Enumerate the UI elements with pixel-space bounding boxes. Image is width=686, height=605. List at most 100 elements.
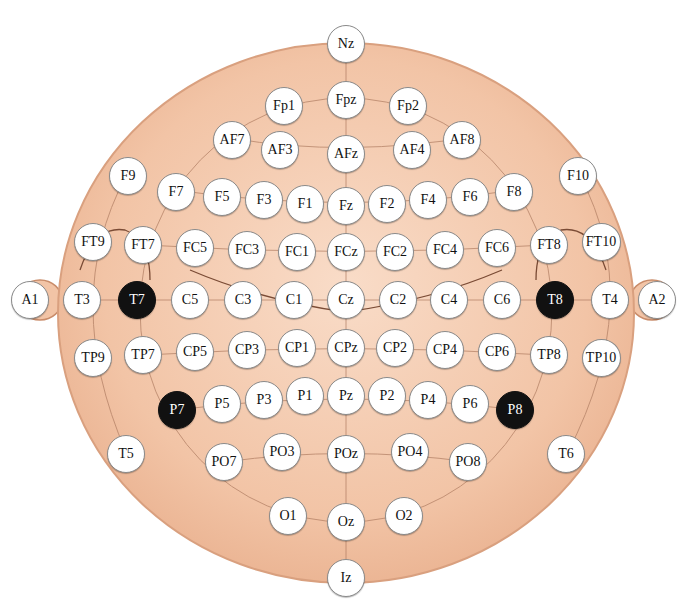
electrode-label: FC2 xyxy=(383,245,407,259)
electrode-label: F3 xyxy=(257,193,272,207)
electrode-circle: CP1 xyxy=(278,329,316,367)
electrode-circle: C3 xyxy=(224,281,262,319)
electrode-label: T8 xyxy=(547,293,563,307)
electrode-label: C4 xyxy=(441,293,457,307)
electrode-circle: F9 xyxy=(109,157,147,195)
electrode-circle: Nz xyxy=(327,25,365,63)
electrode-circle: CP3 xyxy=(228,331,266,369)
electrode-label: Iz xyxy=(341,571,352,585)
electrode-circle: Cz xyxy=(327,281,365,319)
electrode-label: P3 xyxy=(257,393,272,407)
electrode-label: T5 xyxy=(118,447,134,461)
electrode-circle: FT7 xyxy=(124,226,162,264)
electrode-label: FT10 xyxy=(586,235,616,249)
electrode-label: FC3 xyxy=(235,243,259,257)
electrode-label: AF4 xyxy=(400,143,425,157)
electrode-label: FT8 xyxy=(537,238,560,252)
electrode-circle: FC3 xyxy=(228,231,266,269)
electrode-label: TP10 xyxy=(586,351,616,365)
electrode-circle: POz xyxy=(327,435,365,473)
electrode-label: FC5 xyxy=(183,241,207,255)
electrode-label: CP5 xyxy=(183,345,207,359)
electrode-circle: C5 xyxy=(171,281,209,319)
electrode-circle: CP6 xyxy=(478,333,516,371)
electrode-circle: T4 xyxy=(591,281,629,319)
electrode-circle: P7 xyxy=(158,391,196,429)
electrode-label: FT9 xyxy=(81,235,104,249)
electrode-label: C2 xyxy=(390,293,406,307)
electrode-circle: FCz xyxy=(327,233,365,271)
electrode-label: F6 xyxy=(463,190,478,204)
electrode-circle: T5 xyxy=(107,435,145,473)
electrode-label: P1 xyxy=(298,389,313,403)
electrode-circle: F10 xyxy=(559,157,597,195)
electrode-label: AF3 xyxy=(268,143,293,157)
electrode-circle: F2 xyxy=(368,185,406,223)
electrode-circle: FC6 xyxy=(478,229,516,267)
electrode-label: CP3 xyxy=(235,343,259,357)
electrode-circle: Fpz xyxy=(327,81,365,119)
electrode-label: Cz xyxy=(338,293,354,307)
electrode-circle: T6 xyxy=(547,435,585,473)
electrode-circle: PO8 xyxy=(449,443,487,481)
electrode-circle: C6 xyxy=(483,281,521,319)
electrode-circle: P8 xyxy=(496,391,534,429)
electrode-circle: CP2 xyxy=(376,329,414,367)
electrode-label: F2 xyxy=(380,197,395,211)
electrode-label: T6 xyxy=(558,447,574,461)
electrode-label: F8 xyxy=(507,185,522,199)
electrode-circle: FC4 xyxy=(426,231,464,269)
electrode-label: Oz xyxy=(338,515,354,529)
electrode-label: FT7 xyxy=(131,238,154,252)
electrode-label: AFz xyxy=(334,147,358,161)
electrode-circle: A1 xyxy=(11,281,49,319)
electrode-label: P2 xyxy=(380,389,395,403)
electrode-circle: T7 xyxy=(118,281,156,319)
electrode-label: C5 xyxy=(182,293,198,307)
electrode-circle: C4 xyxy=(430,281,468,319)
electrode-circle: A2 xyxy=(638,281,676,319)
electrode-label: CP4 xyxy=(433,343,457,357)
electrode-circle: PO4 xyxy=(391,433,429,471)
electrode-label: F7 xyxy=(169,185,184,199)
electrode-circle: FC1 xyxy=(278,233,316,271)
electrode-label: POz xyxy=(334,447,358,461)
electrode-label: AF7 xyxy=(220,133,245,147)
electrode-label: C3 xyxy=(235,293,251,307)
electrode-circle: CP5 xyxy=(176,333,214,371)
electrode-label: P7 xyxy=(170,403,185,417)
electrode-label: CPz xyxy=(334,341,357,355)
electrode-label: FC4 xyxy=(433,243,457,257)
electrode-label: F4 xyxy=(421,193,436,207)
electrode-label: C1 xyxy=(286,293,302,307)
electrode-label: O1 xyxy=(279,509,296,523)
electrode-label: FC1 xyxy=(285,245,309,259)
electrode-label: C6 xyxy=(494,293,510,307)
electrode-label: P4 xyxy=(421,393,436,407)
electrode-label: Fp2 xyxy=(397,99,419,113)
electrode-label: P6 xyxy=(463,397,478,411)
electrode-label: PO3 xyxy=(270,445,295,459)
electrode-circle: Oz xyxy=(327,503,365,541)
electrode-circle: F4 xyxy=(409,181,447,219)
electrode-label: P8 xyxy=(508,403,523,417)
electrode-circle: AF4 xyxy=(393,131,431,169)
electrode-circle: C2 xyxy=(379,281,417,319)
electrode-label: TP7 xyxy=(131,348,154,362)
electrode-circle: Fp1 xyxy=(265,87,303,125)
electrode-circle: PO3 xyxy=(263,433,301,471)
electrode-label: FCz xyxy=(334,245,357,259)
electrode-circle: O2 xyxy=(385,497,423,535)
electrode-circle: TP9 xyxy=(74,339,112,377)
electrode-label: CP1 xyxy=(285,341,309,355)
electrode-label: CP2 xyxy=(383,341,407,355)
electrode-circle: CPz xyxy=(327,329,365,367)
electrode-circle: F7 xyxy=(157,173,195,211)
electrode-circle: Iz xyxy=(327,559,365,597)
electrode-circle: Fz xyxy=(327,187,365,225)
electrode-label: A2 xyxy=(648,293,665,307)
electrode-circle: P5 xyxy=(203,385,241,423)
electrode-circle: P4 xyxy=(409,381,447,419)
electrode-label: TP8 xyxy=(537,348,560,362)
electrode-circle: T8 xyxy=(536,281,574,319)
